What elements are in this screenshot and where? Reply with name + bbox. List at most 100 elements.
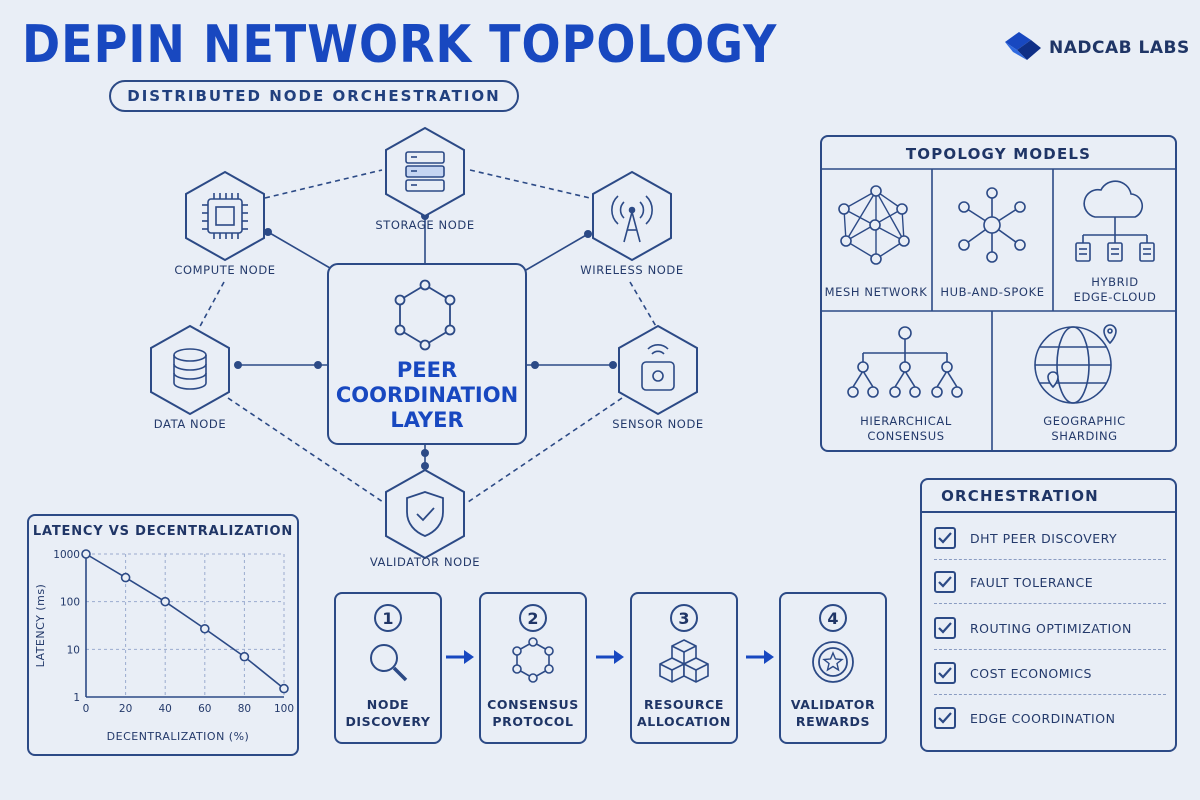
latency-chart-panel: [27, 514, 299, 756]
link-storage-wireless: [469, 169, 591, 199]
step-number: 2: [527, 609, 538, 628]
chart-x-tick-label: 80: [238, 703, 251, 715]
brand-name: NADCAB LABS: [1049, 38, 1190, 58]
orchestration-item: FAULT TOLERANCE: [934, 560, 1166, 604]
chart-title: LATENCY VS DECENTRALIZATION: [32, 524, 294, 539]
link-compute-storage: [264, 169, 383, 199]
data-node-label: DATA NODE: [154, 417, 226, 431]
link-data-validator: [227, 397, 384, 503]
topology-models-panel: [820, 135, 1177, 452]
junction-dot: [314, 361, 322, 369]
check-icon: [938, 712, 952, 724]
chart-x-axis-label: DECENTRALIZATION (%): [107, 730, 250, 743]
step-label-2: PROTOCOL: [492, 714, 574, 729]
checkbox-checked-icon[interactable]: [934, 571, 956, 593]
step-icon-area: 2: [512, 604, 554, 683]
chart-data-point: [120, 572, 131, 583]
link-center-compute: [267, 231, 331, 269]
junction-dot: [421, 449, 429, 457]
geographic-label-2: SHARDING: [1051, 429, 1118, 443]
chart-y-tick-label: 1000: [53, 549, 80, 561]
shield-check-icon: [406, 491, 444, 537]
sensor-node-label: SENSOR NODE: [612, 417, 704, 431]
chart-x-tick-label: 100: [274, 703, 294, 715]
step-number: 3: [678, 609, 689, 628]
chart-x-tick-label: 60: [198, 703, 211, 715]
junction-dot: [584, 230, 592, 238]
step-label-1: RESOURCE: [643, 697, 725, 712]
link-sensor-validator: [467, 397, 623, 503]
compute-node-label: COMPUTE NODE: [174, 263, 275, 277]
step-label-2: ALLOCATION: [637, 714, 731, 729]
hierarchical-label-2: CONSENSUS: [867, 429, 945, 443]
chart-data-point: [279, 683, 289, 694]
junction-dot: [531, 361, 539, 369]
center-label-3: LAYER: [390, 408, 463, 432]
consensus-network-icon: [512, 637, 554, 683]
junction-dot: [234, 361, 242, 369]
wireless-node-label: WIRELESS NODE: [580, 263, 684, 277]
step-number: 4: [827, 609, 838, 628]
step-label-2: DISCOVERY: [345, 714, 431, 729]
chart-data-point: [81, 549, 91, 559]
cpu-chip-icon: [202, 193, 248, 239]
arrow-right-icon: [746, 650, 774, 664]
orchestration-separator: [934, 649, 1166, 650]
page-subtitle: DISTRIBUTED NODE ORCHESTRATION: [109, 80, 519, 112]
page-title: DEPIN NETWORK TOPOLOGY: [22, 14, 778, 75]
checkbox-checked-icon[interactable]: [934, 617, 956, 639]
chart-y-tick-label: 10: [67, 644, 80, 656]
cloud-edge-icon: [1075, 180, 1155, 262]
arrow-right-icon: [446, 650, 474, 664]
link-center-wireless: [525, 233, 589, 271]
antenna-tower-icon: [611, 195, 653, 243]
chart-x-tick-label: 20: [119, 703, 132, 715]
geographic-label-1: GEOGRAPHIC: [1043, 414, 1126, 428]
step-number-circle: [819, 604, 847, 632]
step-number-circle: [670, 604, 698, 632]
checkbox-checked-icon[interactable]: [934, 527, 956, 549]
step-label-1: VALIDATOR: [790, 697, 876, 712]
step-number: 1: [382, 609, 393, 628]
center-label-2: COORDINATION: [336, 383, 518, 407]
orchestration-item: ROUTING OPTIMIZATION: [934, 606, 1166, 650]
chart-y-tick-label: 100: [60, 597, 80, 609]
step-icon-area: 3: [659, 604, 709, 683]
orchestration-separator: [934, 559, 1166, 560]
chart-data-point: [239, 651, 250, 662]
sensor-node-hex: [618, 324, 698, 416]
globe-pin-icon: [1034, 324, 1117, 404]
step-icon-area: 1: [370, 604, 408, 682]
step-number-circle: [374, 604, 402, 632]
checkbox-checked-icon[interactable]: [934, 707, 956, 729]
cubes-icon: [659, 639, 709, 683]
orchestration-item-label: ROUTING OPTIMIZATION: [970, 620, 1132, 636]
topology-models-title: TOPOLOGY MODELS: [905, 145, 1092, 163]
orchestration-divider: [920, 511, 1177, 513]
orchestration-item-label: EDGE COORDINATION: [970, 710, 1116, 726]
step-label-1: NODE: [366, 697, 410, 712]
reward-badge-icon: [812, 641, 854, 683]
chart-data-point: [200, 623, 210, 634]
chart-data-point: [160, 596, 170, 607]
orchestration-panel: [920, 478, 1177, 752]
chart-y-axis-label: LATENCY (ms): [34, 584, 47, 668]
compute-node-hex: [185, 170, 265, 262]
mesh-network-label: MESH NETWORK: [824, 285, 928, 299]
orchestration-item-label: DHT PEER DISCOVERY: [970, 530, 1118, 546]
orchestration-item-label: COST ECONOMICS: [970, 665, 1092, 681]
step-label-2: REWARDS: [795, 714, 871, 729]
checkbox-checked-icon[interactable]: [934, 662, 956, 684]
brand[interactable]: NADCAB LABS: [1003, 30, 1190, 66]
brand-logo-icon: [1005, 32, 1041, 60]
center-layer-box: [327, 263, 527, 445]
hierarchical-label-1: HIERARCHICAL: [860, 414, 952, 428]
orchestration-item: COST ECONOMICS: [934, 651, 1166, 695]
check-icon: [938, 532, 952, 544]
hub-and-spoke-icon: [958, 187, 1026, 263]
